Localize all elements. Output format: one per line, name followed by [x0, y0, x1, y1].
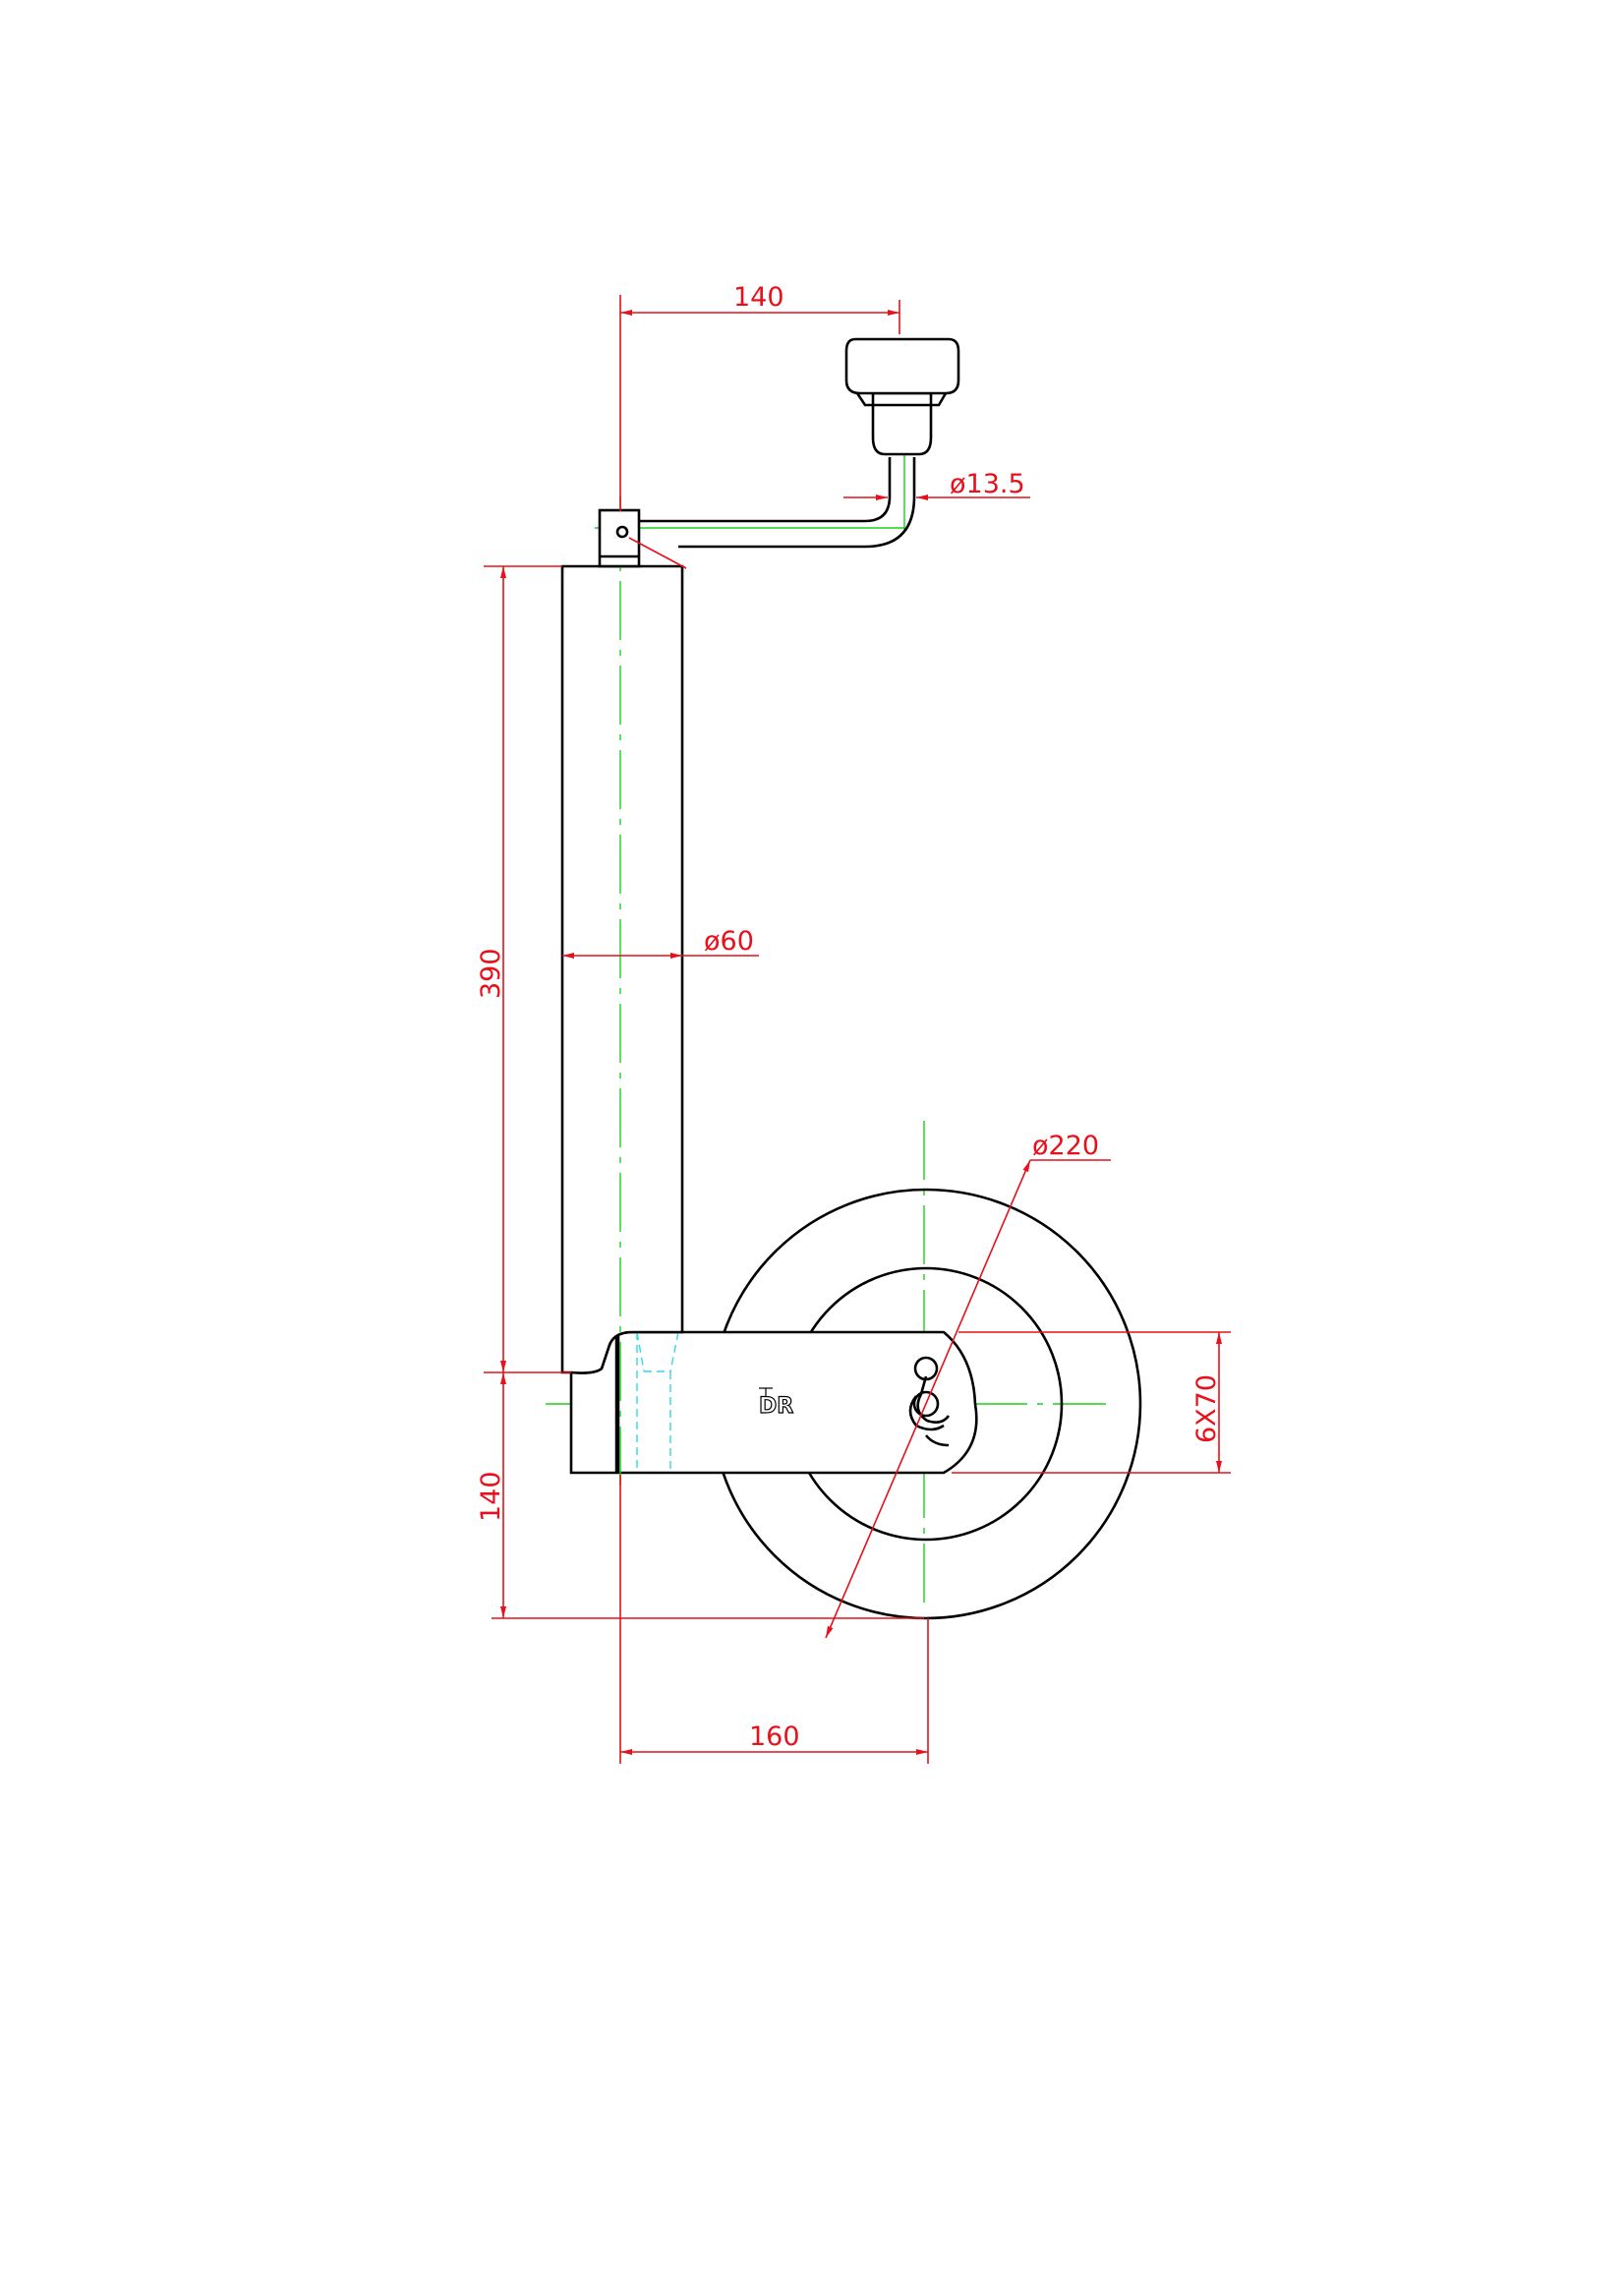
crank-pivot-pin — [615, 525, 629, 539]
svg-text:DR: DR — [759, 1394, 793, 1419]
handle-sleeve — [871, 391, 933, 456]
wheel-diameter-label: ø220 — [1032, 1131, 1099, 1161]
tube-diameter-label: ø60 — [704, 926, 754, 957]
crank-arm-upper — [639, 457, 892, 523]
bracket-height-label: 140 — [476, 1471, 506, 1522]
outer-tube — [560, 564, 684, 1374]
crank-assembly — [598, 337, 960, 569]
brand-logo: DR — [758, 1387, 794, 1420]
wheel-width-label: 6X70 — [1191, 1374, 1222, 1443]
hidden-line-slant-right — [669, 1331, 679, 1372]
crank-arm-lower — [678, 457, 916, 549]
support-tube — [560, 496, 684, 1494]
tube-height-label: 390 — [476, 948, 506, 999]
hidden-line-slant-left — [636, 1331, 645, 1372]
wheel-diameter-dim-line — [825, 1159, 1031, 1639]
handle-knob-icon — [844, 337, 960, 395]
tube-top-cap — [598, 508, 641, 568]
wheel-bracket: DR — [569, 1327, 978, 1475]
crank-offset-label: 140 — [733, 282, 784, 313]
handle-diameter-label: ø13.5 — [950, 469, 1025, 499]
dimensions: 140 ø13.5 390 ø60 ø220 6X70 140 160 — [476, 282, 1231, 1764]
wheel-offset-label: 160 — [749, 1721, 800, 1752]
